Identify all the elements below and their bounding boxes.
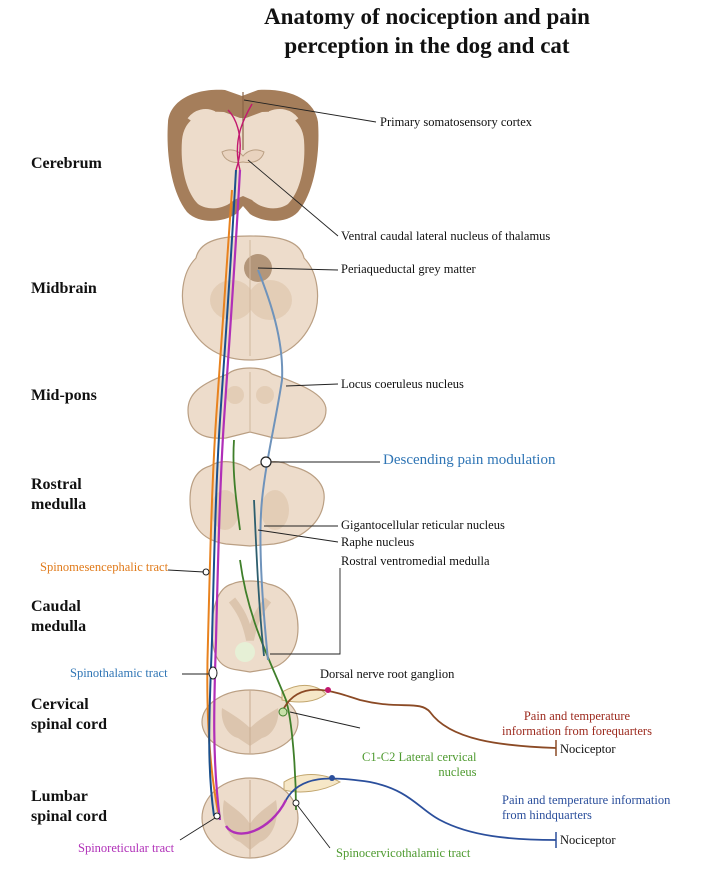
diagram-title: Anatomy of nociception and pain percepti… [222, 2, 632, 60]
label-gigantocellular: Gigantocellular reticular nucleus [341, 518, 505, 532]
spinothalamic-tract-line [208, 169, 237, 817]
rostral-medulla-section [189, 461, 325, 547]
label-rostral-ventromedial-medulla: Rostral ventromedial medulla [341, 554, 490, 568]
label-periaqueductal-grey: Periaqueductal grey matter [341, 262, 476, 276]
label-spinothalamic-tract: Spinothalamic tract [70, 666, 168, 680]
label-hindquarters: Pain and temperature information from hi… [502, 793, 671, 822]
cerebrum-section [167, 89, 319, 221]
label-raphe-nucleus: Raphe nucleus [341, 535, 415, 549]
region-cerebrum: Cerebrum [31, 155, 102, 172]
spinoreticular-tract-line [213, 169, 242, 821]
region-midbrain: Midbrain [31, 280, 97, 297]
hindquarter-afferent-line [285, 777, 557, 841]
label-thalamus: Ventral caudal lateral nucleus of thalam… [341, 229, 551, 243]
descending-pain-modulation-line [257, 269, 284, 661]
dorsal-root-ganglion-cervical [281, 685, 327, 703]
descending-marker [260, 456, 272, 468]
label-forequarters: Pain and temperature information from fo… [502, 709, 652, 738]
title-line-2: perception in the dog and cat [284, 33, 570, 58]
label-spinocervicothalamic-tract: Spinocervicothalamic tract [336, 846, 471, 860]
midbrain-section [181, 235, 319, 361]
label-locus-coeruleus: Locus coeruleus nucleus [341, 377, 464, 391]
label-dorsal-root-ganglion: Dorsal nerve root ganglion [320, 667, 455, 681]
forequarter-afferent-line [283, 688, 557, 749]
label-spinomesencephalic-tract: Spinomesencephalic tract [40, 560, 169, 574]
lumbar-cord-section [201, 777, 299, 859]
label-descending-pain-modulation: Descending pain modulation [383, 452, 556, 468]
leader-lines [167, 99, 380, 849]
caudal-medulla-section [211, 580, 299, 673]
region-cervical-spinal-cord: Cervical spinal cord [31, 696, 108, 733]
label-nociceptor-fore: Nociceptor [560, 742, 616, 756]
spinocervicothalamic-tract-line [239, 559, 297, 811]
mid-pons-section [187, 367, 327, 439]
region-rostral-medulla: Rostral medulla [31, 476, 87, 513]
label-nociceptor-hind: Nociceptor [560, 833, 616, 847]
cervical-cord-section [201, 689, 299, 755]
label-c1c2-lateral-cervical-nucleus: C1-C2 Lateral cervical nucleus [362, 750, 477, 779]
label-spinoreticular-tract: Spinoreticular tract [78, 841, 175, 855]
title-line-1: Anatomy of nociception and pain [264, 4, 590, 29]
label-primary-somatosensory-cortex: Primary somatosensory cortex [380, 115, 533, 129]
spinomesencephalic-tract-line [206, 189, 233, 813]
region-mid-pons: Mid-pons [31, 387, 97, 404]
region-lumbar-spinal-cord: Lumbar spinal cord [31, 788, 108, 825]
region-caudal-medulla: Caudal medulla [31, 598, 87, 635]
